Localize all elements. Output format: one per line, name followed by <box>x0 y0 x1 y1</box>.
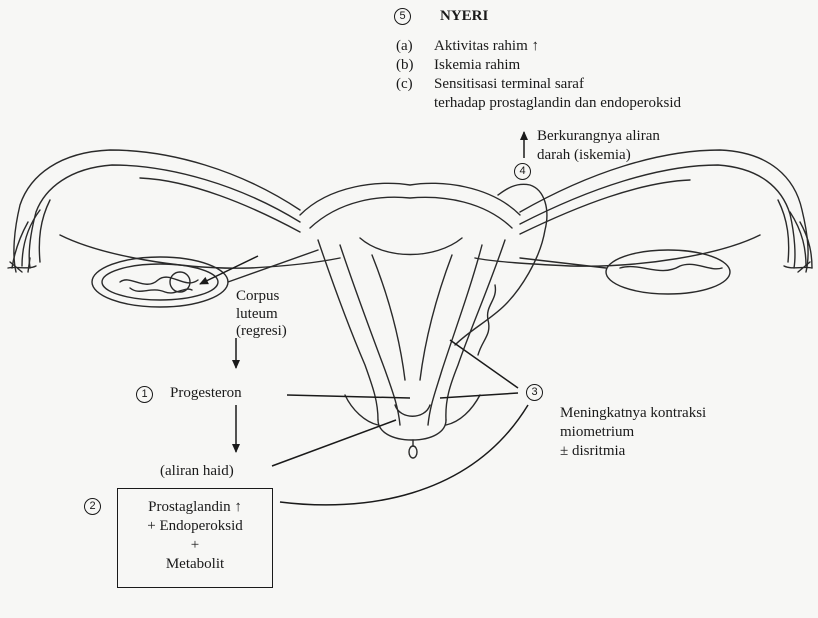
step3-pointer-a <box>450 340 518 388</box>
step-3-line3: ± disritmia <box>560 443 625 460</box>
haid-pointer-line <box>272 420 396 466</box>
step-3-line2: miometrium <box>560 424 634 441</box>
right-tube <box>520 150 808 272</box>
nyeri-item-b: Iskemia rahim <box>434 57 520 74</box>
step-2-line3: + <box>118 537 272 554</box>
step-2-box: Prostaglandin ↑ + Endoperoksid + Metabol… <box>117 488 273 588</box>
progesteron-label: Progesteron <box>170 385 242 402</box>
step-5-marker: 5 <box>394 8 411 25</box>
corpus-line3: (regresi) <box>236 323 287 340</box>
right-ovary <box>606 250 730 294</box>
corpus-line2: luteum <box>236 306 278 323</box>
step-3-marker: 3 <box>526 384 543 401</box>
step-2-marker: 2 <box>84 498 101 515</box>
nyeri-item-a-marker: (a) <box>396 38 413 55</box>
nyeri-item-c-line2: terhadap prostaglandin dan endoperoksid <box>434 95 681 112</box>
step-1-marker: 1 <box>136 386 153 403</box>
corpus-to-ovary-arrow <box>200 256 258 284</box>
corpus-line1: Corpus <box>236 288 279 305</box>
step-4-marker: 4 <box>514 163 531 180</box>
aliran-haid-label: (aliran haid) <box>160 463 234 480</box>
nyeri-item-a: Aktivitas rahim ↑ <box>434 38 539 55</box>
nyeri-item-c: Sensitisasi terminal saraf <box>434 76 584 93</box>
step-3-line1: Meningkatnya kontraksi <box>560 405 706 422</box>
step-4-line1: Berkurangnya aliran <box>537 128 660 145</box>
step-2-line4: Metabolit <box>118 556 272 573</box>
step-4-line2: darah (iskemia) <box>537 147 631 164</box>
nyeri-title: NYERI <box>440 8 488 25</box>
progesteron-pointer-line <box>287 395 410 398</box>
box-to-step3-line <box>280 405 528 505</box>
step-2-line2: + Endoperoksid <box>118 518 272 535</box>
nyeri-item-b-marker: (b) <box>396 57 414 74</box>
nyeri-item-c-marker: (c) <box>396 76 413 93</box>
step-2-line1: Prostaglandin ↑ <box>118 499 272 516</box>
